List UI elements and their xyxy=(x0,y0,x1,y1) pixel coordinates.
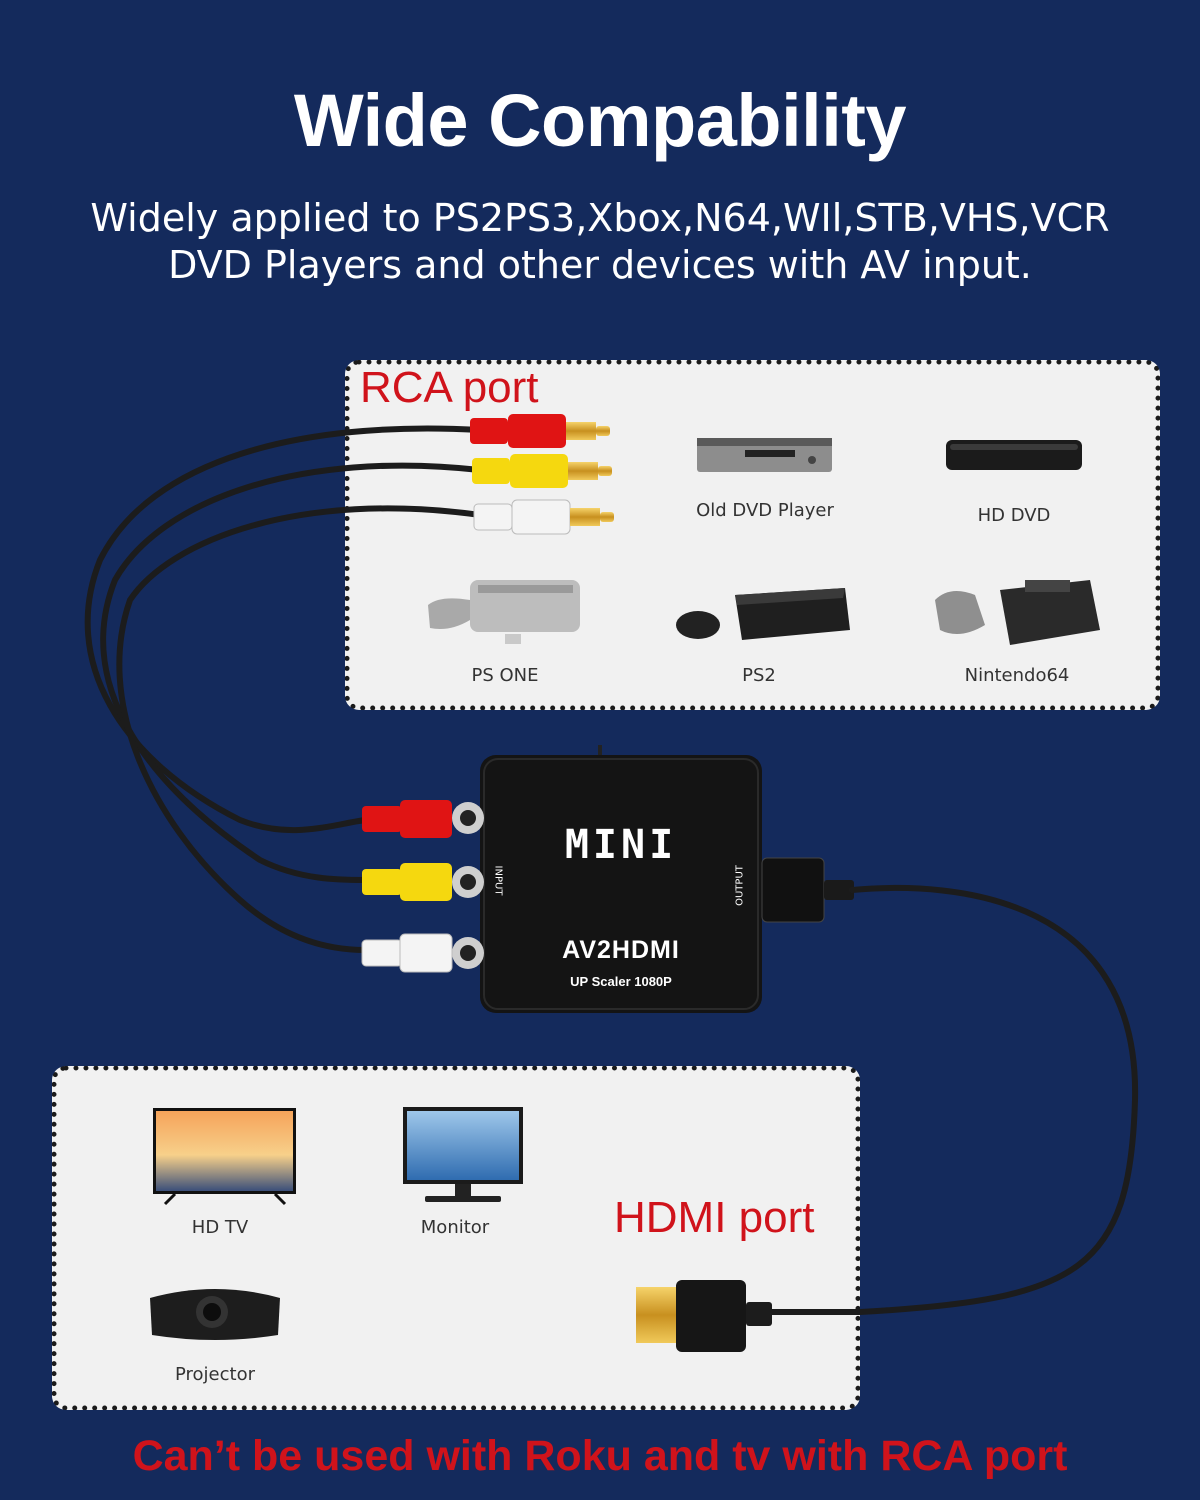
ps2-console-image xyxy=(676,588,850,640)
device-label-ps-one: PS ONE xyxy=(471,665,539,686)
converter-brand: MINI xyxy=(564,822,678,868)
rca-plug-red-input xyxy=(362,800,452,838)
projector-image xyxy=(150,1289,280,1340)
page-title: Wide Compability xyxy=(293,79,907,162)
compatibility-warning: Can’t be used with Roku and tv with RCA … xyxy=(132,1432,1068,1480)
hdmi-plug-output xyxy=(761,857,854,923)
rca-plug-white-top xyxy=(473,499,614,535)
rca-cables xyxy=(84,425,483,953)
converter-spec: UP Scaler 1080P xyxy=(570,974,672,989)
old-dvd-player-image xyxy=(697,438,832,472)
rca-plug-red-top xyxy=(470,414,610,448)
subtitle-line-1: Widely applied to PS2PS3,Xbox,N64,WIl,ST… xyxy=(90,196,1110,240)
ps-one-console-image xyxy=(428,580,580,644)
hd-dvd-player-image xyxy=(946,440,1082,470)
rca-plug-yellow-input xyxy=(362,863,452,901)
hdmi-plug-bottom xyxy=(636,1280,772,1352)
rca-port-label: RCA port xyxy=(360,363,539,412)
device-label-hd-tv: HD TV xyxy=(191,1217,249,1238)
rca-jacks xyxy=(452,802,484,969)
subtitle-line-2: DVD Players and other devices with AV in… xyxy=(168,243,1032,287)
device-label-projector: Projector xyxy=(175,1364,255,1385)
converter-model: AV2HDMI xyxy=(562,936,680,964)
device-label-nintendo64: Nintendo64 xyxy=(964,665,1070,686)
rca-plug-white-input xyxy=(361,933,453,973)
device-label-old-dvd-player: Old DVD Player xyxy=(696,500,834,521)
hd-tv-image xyxy=(153,1108,296,1206)
hdmi-port-label: HDMI port xyxy=(614,1193,815,1242)
hdmi-cable xyxy=(767,884,1139,1315)
device-label-monitor: Monitor xyxy=(420,1217,490,1238)
device-label-ps2: PS2 xyxy=(742,665,776,686)
converter-output-label: OUTPUT xyxy=(734,865,746,906)
nintendo64-console-image xyxy=(935,580,1100,645)
converter-input-label: INPUT xyxy=(492,865,504,896)
device-label-hd-dvd: HD DVD xyxy=(977,505,1051,526)
monitor-image xyxy=(403,1107,523,1202)
rca-plug-yellow-top xyxy=(472,454,612,488)
converter-box xyxy=(480,755,762,1013)
